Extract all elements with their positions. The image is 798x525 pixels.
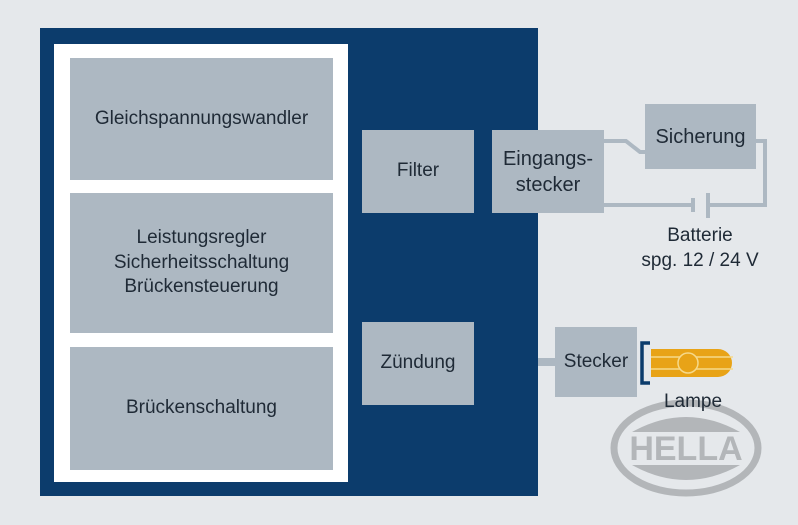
block-dc-converter: Gleichspannungswandler	[70, 58, 333, 180]
lamp-label: Lampe	[663, 391, 723, 412]
block-ignition: Zündung	[362, 322, 474, 405]
block-input-connector: Eingangs- stecker	[492, 130, 604, 213]
svg-text:HELLA: HELLA	[629, 430, 742, 468]
block-controller: Leistungsregler Sicherheitsschaltung Brü…	[70, 193, 333, 333]
wires	[538, 139, 767, 366]
hella-logo: HELLA	[610, 399, 762, 497]
block-filter: Filter	[362, 130, 474, 213]
block-connector: Stecker	[555, 327, 637, 397]
battery-label: Batterie	[667, 225, 733, 246]
block-bridge: Brückenschaltung	[70, 347, 333, 470]
lamp-socket-icon	[640, 341, 650, 385]
battery-voltage-label: spg. 12 / 24 V	[641, 250, 759, 271]
block-fuse: Sicherung	[645, 104, 756, 169]
battery-icon	[691, 193, 710, 218]
lamp-icon	[651, 349, 733, 377]
